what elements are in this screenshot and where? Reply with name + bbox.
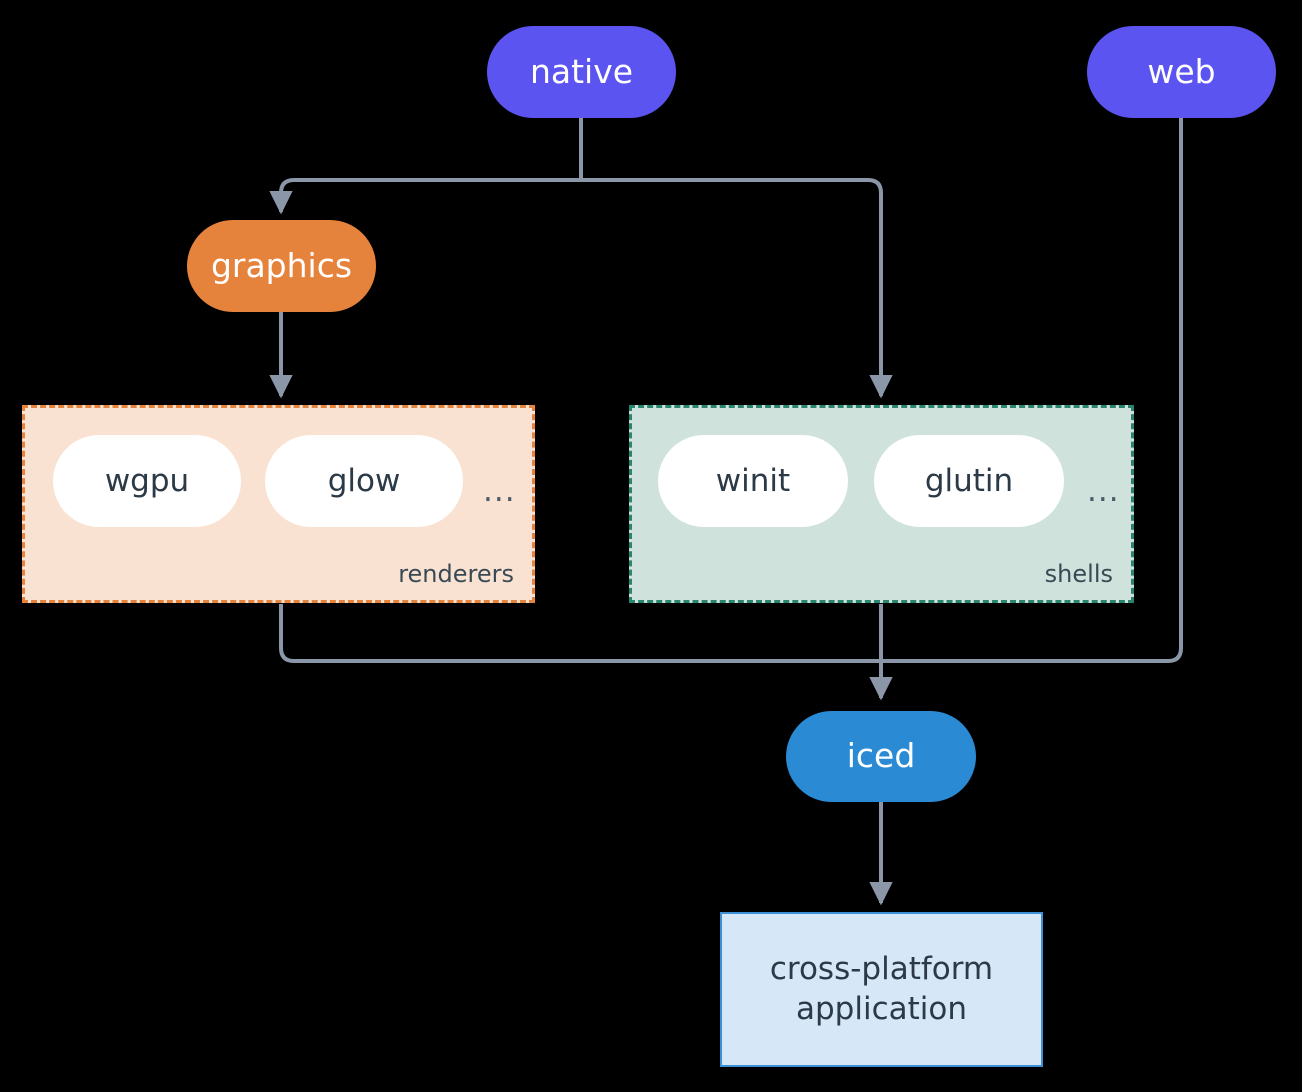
shells-overflow-ellipsis: ... [1087,473,1120,509]
group-shells: winit glutin ... shells [629,405,1134,603]
renderers-overflow-ellipsis: ... [483,473,516,509]
node-web[interactable]: web [1087,26,1276,118]
edge-native-to-shells [581,178,893,399]
leaf-glow[interactable]: glow [265,435,463,527]
node-iced[interactable]: iced [786,711,976,802]
leaf-glutin-label: glutin [924,463,1014,499]
node-native-label: native [529,51,634,91]
edge-native-to-graphics [269,178,581,215]
leaf-glow-label: glow [327,463,401,499]
leaf-glutin[interactable]: glutin [874,435,1064,527]
node-iced-label: iced [846,736,916,776]
leaf-winit[interactable]: winit [658,435,848,527]
leaf-wgpu-label: wgpu [104,463,190,499]
node-application[interactable]: cross-platform application [720,912,1043,1067]
leaf-winit-label: winit [715,463,791,499]
node-application-line1: cross-platform [769,950,994,987]
node-application-line2: application [796,990,967,1027]
group-renderers: wgpu glow ... renderers [22,405,535,603]
edge-renderers-to-iced [279,604,881,663]
leaf-wgpu[interactable]: wgpu [53,435,241,527]
group-renderers-label: renderers [398,560,514,588]
node-native[interactable]: native [487,26,676,118]
node-graphics[interactable]: graphics [187,220,376,312]
node-web-label: web [1147,51,1216,91]
group-shells-label: shells [1044,560,1113,588]
node-graphics-label: graphics [210,245,353,285]
